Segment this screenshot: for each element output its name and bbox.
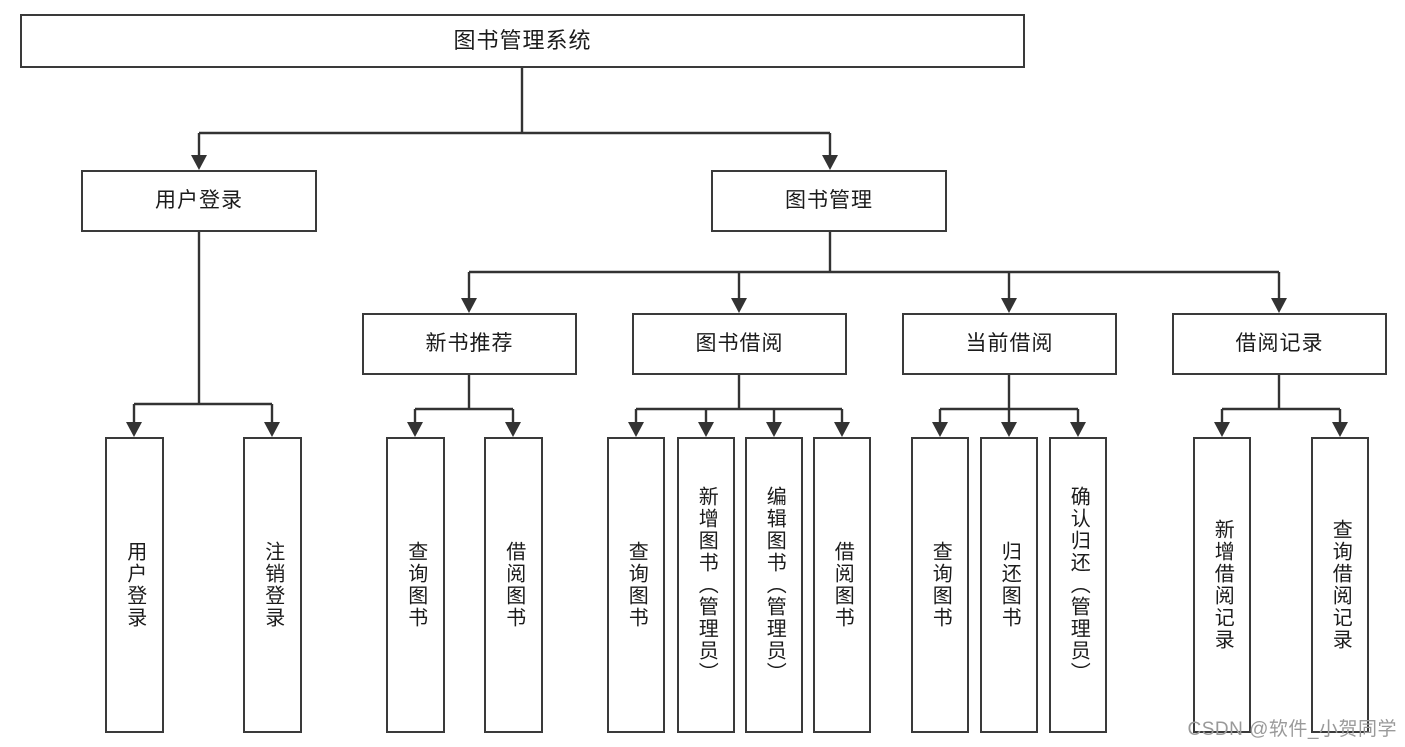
arrow-root-to-book-manage — [822, 155, 838, 170]
arrow-bm-to-borrow-record — [1271, 298, 1287, 313]
arrow-userlogin-leaf-1 — [126, 422, 142, 437]
leaf-add-book[interactable]: 新增图书（管理员） — [677, 437, 735, 733]
node-book-borrow-label: 图书借阅 — [695, 332, 784, 356]
leaf-query-book-2-label: 查询图书 — [625, 541, 648, 629]
arrow-nbr-leaf-1 — [407, 422, 423, 437]
node-book-borrow[interactable]: 图书借阅 — [632, 313, 847, 375]
leaf-borrow-book-2-label: 借阅图书 — [831, 541, 854, 629]
leaf-query-book-2[interactable]: 查询图书 — [607, 437, 665, 733]
arrow-cb-leaf-3 — [1070, 422, 1086, 437]
arrow-cb-leaf-1 — [932, 422, 948, 437]
leaf-confirm-return-label: 确认归还（管理员） — [1067, 486, 1090, 684]
node-book-manage[interactable]: 图书管理 — [711, 170, 947, 232]
leaf-user-login[interactable]: 用户登录 — [105, 437, 164, 733]
node-user-login-label: 用户登录 — [155, 189, 243, 213]
node-current-borrow[interactable]: 当前借阅 — [902, 313, 1117, 375]
leaf-add-book-label: 新增图书（管理员） — [695, 486, 718, 684]
node-book-manage-label: 图书管理 — [785, 189, 873, 213]
arrow-bb-leaf-3 — [766, 422, 782, 437]
node-user-login[interactable]: 用户登录 — [81, 170, 317, 232]
leaf-return-book-label: 归还图书 — [998, 541, 1021, 629]
node-root[interactable]: 图书管理系统 — [20, 14, 1025, 68]
leaf-query-book-3[interactable]: 查询图书 — [911, 437, 969, 733]
arrow-bm-to-book-borrow — [731, 298, 747, 313]
arrow-bb-leaf-4 — [834, 422, 850, 437]
arrow-userlogin-leaf-2 — [264, 422, 280, 437]
leaf-confirm-return[interactable]: 确认归还（管理员） — [1049, 437, 1107, 733]
arrow-cb-leaf-2 — [1001, 422, 1017, 437]
arrow-br-leaf-1 — [1214, 422, 1230, 437]
arrow-bm-to-current-borrow — [1001, 298, 1017, 313]
leaf-edit-book[interactable]: 编辑图书（管理员） — [745, 437, 803, 733]
node-current-borrow-label: 当前借阅 — [965, 332, 1054, 356]
arrow-nbr-leaf-2 — [505, 422, 521, 437]
node-root-label: 图书管理系统 — [453, 27, 592, 53]
leaf-query-book-1-label: 查询图书 — [404, 541, 427, 629]
leaf-query-book-3-label: 查询图书 — [929, 541, 952, 629]
leaf-borrow-book-2[interactable]: 借阅图书 — [813, 437, 871, 733]
leaf-user-login-label: 用户登录 — [123, 541, 146, 629]
leaf-return-book[interactable]: 归还图书 — [980, 437, 1038, 733]
leaf-query-record[interactable]: 查询借阅记录 — [1311, 437, 1369, 733]
leaf-add-record-label: 新增借阅记录 — [1211, 519, 1234, 651]
arrow-bm-to-new-book-rec — [461, 298, 477, 313]
node-new-book-rec-label: 新书推荐 — [425, 332, 514, 356]
node-borrow-record[interactable]: 借阅记录 — [1172, 313, 1387, 375]
arrow-br-leaf-2 — [1332, 422, 1348, 437]
leaf-logout[interactable]: 注销登录 — [243, 437, 302, 733]
leaf-edit-book-label: 编辑图书（管理员） — [763, 486, 786, 684]
leaf-query-book-1[interactable]: 查询图书 — [386, 437, 445, 733]
node-borrow-record-label: 借阅记录 — [1235, 332, 1324, 356]
leaf-add-record[interactable]: 新增借阅记录 — [1193, 437, 1251, 733]
arrow-root-to-user-login — [191, 155, 207, 170]
leaf-borrow-book-1[interactable]: 借阅图书 — [484, 437, 543, 733]
leaf-query-record-label: 查询借阅记录 — [1329, 519, 1352, 651]
arrow-bb-leaf-1 — [628, 422, 644, 437]
arrow-bb-leaf-2 — [698, 422, 714, 437]
node-new-book-rec[interactable]: 新书推荐 — [362, 313, 577, 375]
leaf-borrow-book-1-label: 借阅图书 — [502, 541, 525, 629]
leaf-logout-label: 注销登录 — [261, 541, 284, 629]
